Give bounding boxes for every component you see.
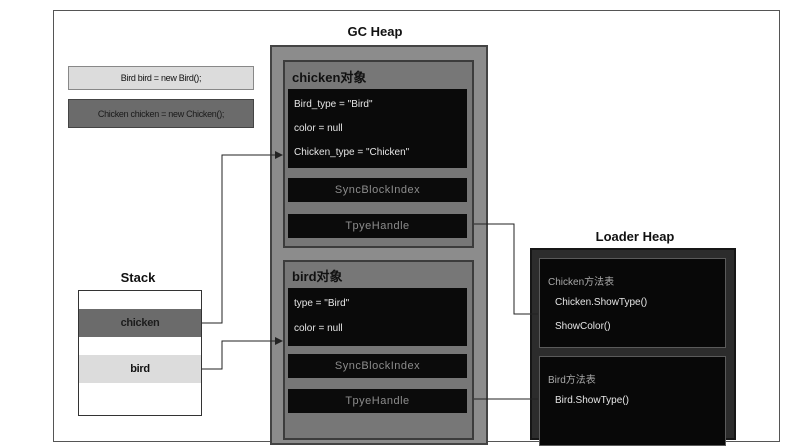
field-color: color = null — [294, 323, 343, 334]
field-color: color = null — [294, 123, 343, 134]
chicken-typehandle-link — [474, 223, 538, 315]
loader-heap-title: Loader Heap — [595, 229, 675, 244]
field-bird-type: Bird_type = "Bird" — [294, 99, 373, 110]
legend-chicken-code: Chicken chicken = new Chicken(); — [68, 99, 254, 128]
stack-item-bird: bird — [79, 355, 201, 383]
bird-type-handle: TpyeHandle — [288, 389, 467, 413]
chicken-method-table: Chicken方法表 Chicken.ShowType() ShowColor(… — [539, 258, 726, 348]
bird-reference-arrow — [202, 337, 283, 370]
stack-item-chicken: chicken — [79, 309, 201, 337]
connectors — [202, 151, 538, 400]
chicken-object: chicken对象 Bird_type = "Bird" color = nul… — [283, 60, 474, 248]
field-type: type = "Bird" — [294, 298, 350, 309]
bird-object-title: bird对象 — [292, 269, 343, 284]
field-chicken-type: Chicken_type = "Chicken" — [294, 147, 410, 158]
chicken-reference-arrow — [202, 151, 283, 324]
bird-sync-block-index: SyncBlockIndex — [288, 354, 467, 378]
method-bird-showtype: Bird.ShowType() — [555, 395, 629, 406]
stack-title: Stack — [120, 270, 156, 285]
chicken-sync-block-index: SyncBlockIndex — [288, 178, 467, 202]
chicken-type-handle: TpyeHandle — [288, 214, 467, 238]
gc-heap-title: GC Heap — [347, 24, 403, 39]
chicken-object-fields: Bird_type = "Bird" color = null Chicken_… — [288, 89, 467, 168]
bird-object-fields: type = "Bird" color = null — [288, 288, 467, 346]
legend-bird-code: Bird bird = new Bird(); — [68, 66, 254, 90]
method-showcolor: ShowColor() — [555, 321, 611, 332]
chicken-method-table-title: Chicken方法表 — [548, 277, 615, 288]
bird-object: bird对象 type = "Bird" color = null SyncBl… — [283, 260, 474, 440]
bird-method-table-title: Bird方法表 — [548, 375, 596, 386]
method-chicken-showtype: Chicken.ShowType() — [555, 297, 648, 308]
chicken-object-title: chicken对象 — [292, 70, 367, 85]
